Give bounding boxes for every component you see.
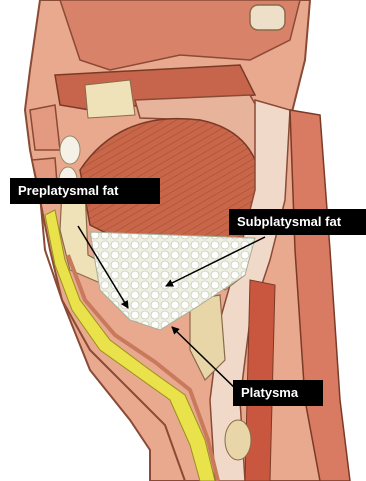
upper-teeth xyxy=(60,136,80,164)
label-platysma: Platysma xyxy=(233,380,323,406)
label-subplatysmal-fat: Subplatysmal fat xyxy=(229,209,366,235)
label-preplatysmal-fat: Preplatysmal fat xyxy=(10,178,160,204)
thyroid-cartilage xyxy=(225,420,251,460)
upper-lip xyxy=(30,105,60,150)
skull-bone xyxy=(250,5,285,30)
hard-palate xyxy=(85,80,135,118)
